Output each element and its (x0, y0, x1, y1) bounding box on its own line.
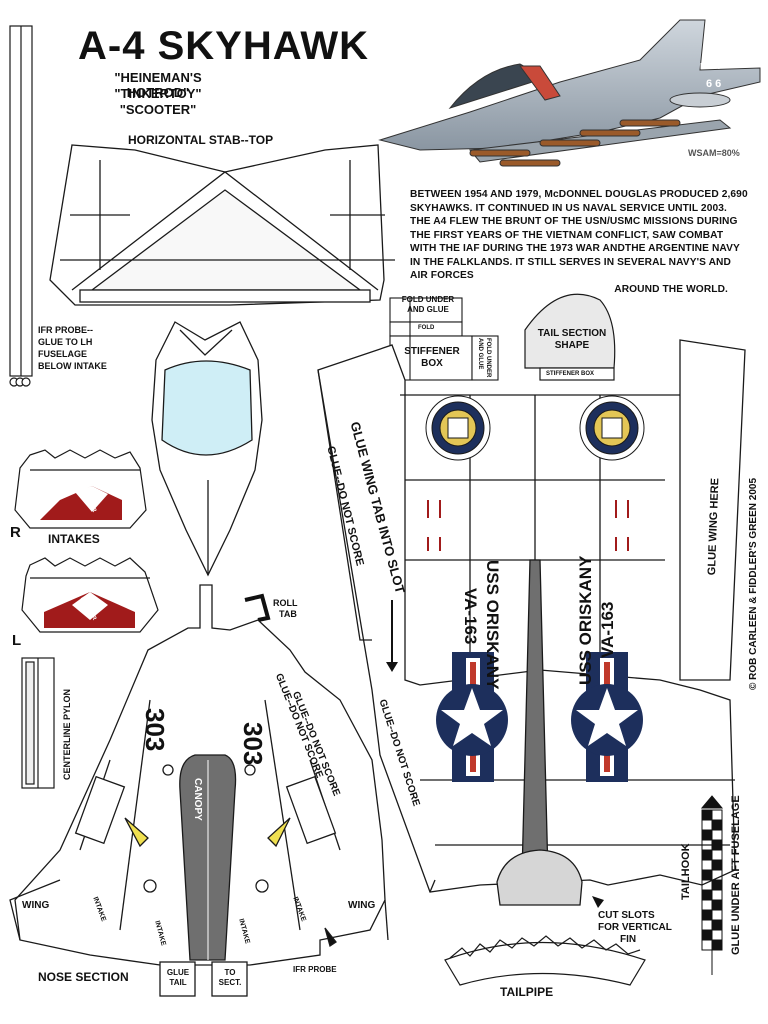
nose-section-part (9, 584, 389, 997)
squadron-right: VA-163 (598, 601, 617, 658)
ifr-probe-label: IFR PROBE (293, 965, 337, 974)
centerline-pylon-part (21, 657, 55, 789)
intake-r-label: R (10, 524, 21, 541)
wing-right-label: WING (348, 900, 376, 911)
intake-l-part (21, 557, 159, 633)
tailhook-part (700, 795, 724, 975)
modex-text: 6 6 (706, 78, 722, 90)
tail-section-label: TAIL SECTION SHAPE (537, 328, 607, 351)
aircraft-illustration (378, 19, 761, 167)
fold-under-label: FOLD UNDER AND GLUE (401, 295, 455, 314)
glue-under-aft-label: GLUE UNDER AFT FUSELAGE (730, 795, 742, 955)
roll-tab-label: ROLL TAB (273, 598, 298, 619)
tailhook-label: TAILHOOK (680, 843, 692, 900)
tailpipe-label: TAILPIPE (500, 985, 554, 999)
side-number-right: 303 (238, 722, 268, 766)
horizontal-stab-part (49, 144, 395, 306)
tail-navy-text: NAVY (700, 62, 722, 71)
nose-section-label: NOSE SECTION (38, 970, 129, 984)
intake-r-part (14, 449, 147, 529)
national-insignia-right (571, 652, 643, 782)
nickname-2: "TINKERTOY" (114, 86, 202, 101)
scale-note: WSAM=80% (688, 148, 740, 158)
cut-slots-label: CUT SLOTS FOR VERTICAL FIN (598, 910, 672, 945)
wing-left-label: WING (22, 900, 50, 911)
history-text: BETWEEN 1954 AND 1979, McDONNEL DOUGLAS … (410, 188, 750, 296)
tail-section-part (524, 293, 616, 381)
history-tail: AROUND THE WORLD. (614, 283, 728, 295)
national-insignia-left (436, 652, 508, 782)
canopy-part (151, 321, 263, 577)
fold-label: FOLD (418, 325, 435, 331)
to-sect-label: TO SECT. (218, 968, 242, 987)
history-body: BETWEEN 1954 AND 1979, McDONNEL DOUGLAS … (410, 189, 748, 281)
stiffener-box-part (389, 297, 499, 381)
aft-fuselage-part (317, 339, 746, 906)
horizontal-stab-label: HORIZONTAL STAB--TOP (128, 133, 274, 147)
squadron-badge-left (425, 395, 491, 461)
ifr-probe-part (9, 25, 33, 387)
side-number-left: 303 (140, 708, 170, 752)
fold-under-side-label: FOLD UNDER AND GLUE (477, 338, 491, 378)
stiffener-box-small-label: STIFFENER BOX (546, 371, 595, 377)
roll-tab-arrow (244, 593, 271, 622)
ship-name-left: USS ORISKANY (483, 560, 502, 690)
intakes-label: INTAKES (48, 532, 100, 546)
ifr-probe-note: IFR PROBE-- GLUE TO LH FUSELAGE BELOW IN… (38, 325, 107, 371)
page-title: A-4 SKYHAWK (78, 24, 370, 68)
ship-name-right: USS ORISKANY (576, 555, 595, 685)
nickname-1: "HEINEMAN'S HOTROD" (114, 70, 202, 100)
tailpipe-part (444, 935, 646, 986)
stiffener-box-label: STIFFENER BOX (404, 346, 460, 369)
centerline-pylon-label: CENTERLINE PYLON (62, 688, 72, 780)
squadron-left: VA-163 (461, 588, 480, 645)
intake-l-label: L (12, 632, 22, 649)
glue-tail-label: GLUE TAIL (166, 968, 190, 987)
canopy-label: CANOPY (192, 778, 203, 821)
copyright-label: © ROB CARLEEN & FIDDLER'S GREEN 2005 (748, 477, 759, 690)
squadron-badge-right (579, 395, 645, 461)
nickname-3: "SCOOTER" (119, 102, 197, 117)
